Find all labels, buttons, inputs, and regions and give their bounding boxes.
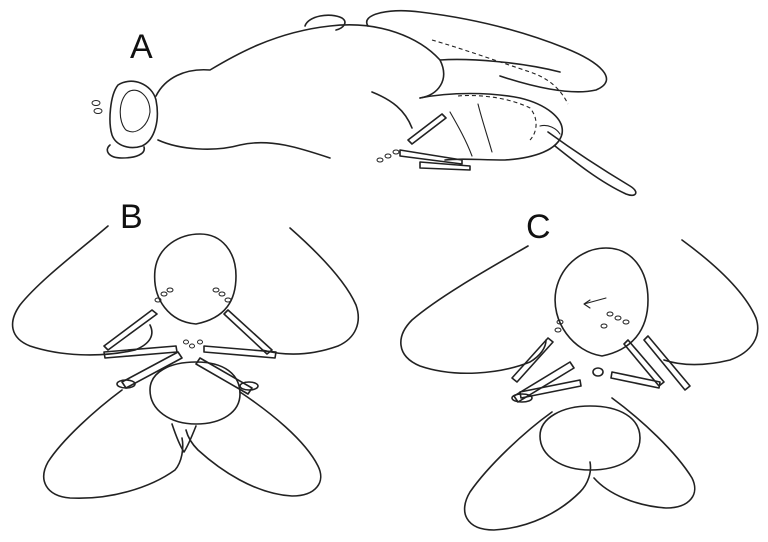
b-wing-right-lower — [186, 392, 321, 496]
b-thorax — [155, 234, 236, 324]
abdomen-hidden-edge — [458, 96, 536, 141]
panel-b-label: B — [120, 198, 143, 236]
tail — [548, 132, 636, 195]
panel-c-label: C — [526, 208, 551, 246]
wing-upper — [367, 11, 607, 92]
antenna-dots — [92, 101, 102, 114]
tarsi-dots-a — [377, 150, 399, 162]
b-wing-left-upper — [13, 226, 152, 355]
b-tail-split — [172, 424, 196, 452]
panel-b: B — [13, 198, 359, 498]
c-tarsi-dots — [555, 312, 629, 332]
thorax-sternum — [372, 92, 412, 128]
c-wing-right-upper — [664, 240, 758, 365]
thorax-outline — [156, 25, 444, 98]
c-wing-left-upper — [401, 246, 546, 373]
c-movement-arrow — [584, 298, 606, 308]
c-wing-left-lower — [465, 412, 591, 530]
thorax-underside — [158, 140, 330, 158]
head-outline — [110, 81, 157, 147]
c-wing-right-lower — [594, 398, 695, 508]
c-thorax — [555, 248, 648, 356]
b-wing-right-upper — [262, 228, 358, 354]
compound-eye — [120, 90, 150, 132]
b-tarsi-dots — [155, 288, 231, 348]
panel-a-label: A — [130, 28, 153, 66]
panel-a: A — [92, 11, 636, 196]
b-wing-left-lower — [44, 390, 183, 498]
haltere — [305, 15, 345, 30]
c-legs — [512, 336, 690, 402]
c-abdomen — [540, 406, 640, 470]
b-abdomen — [150, 362, 240, 424]
panel-c: C — [401, 208, 758, 530]
